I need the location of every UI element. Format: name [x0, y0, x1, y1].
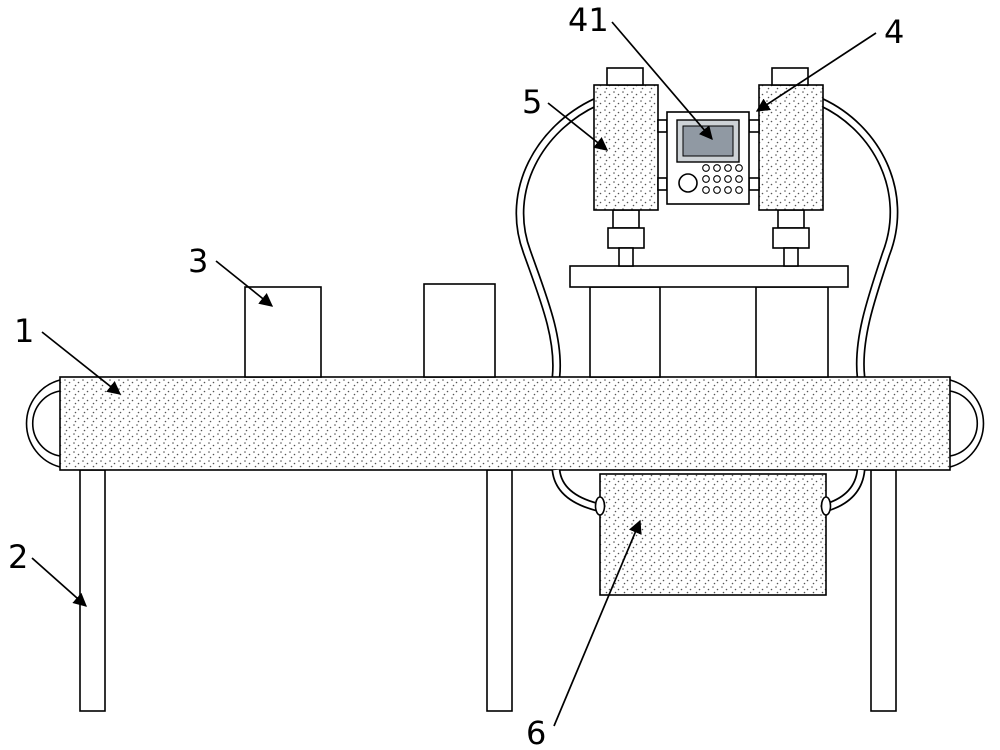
hose-left-upper — [515, 97, 598, 378]
panel-flange-bottom-right — [748, 177, 760, 191]
feed-box — [244, 286, 322, 378]
panel-flange-bottom-left — [657, 177, 668, 191]
piston-left-rod — [618, 247, 634, 267]
panel-key — [724, 164, 732, 172]
press-pillar-right — [755, 286, 829, 378]
press-pillar-left — [589, 286, 661, 378]
belt-right-roller — [949, 379, 985, 468]
panel-key — [724, 175, 732, 183]
label-feed-box: 3 — [188, 242, 208, 280]
piston-left-cylinder — [607, 227, 645, 249]
leader-line-belt — [41, 331, 122, 395]
workpiece-box — [423, 283, 496, 378]
piston-right-cylinder — [772, 227, 810, 249]
belt-right-roller-inner — [949, 390, 979, 457]
panel-key — [735, 186, 743, 194]
panel-knob — [678, 173, 698, 193]
panel-key — [702, 164, 710, 172]
belt-surface — [59, 376, 951, 471]
leader-line-press-unit — [755, 32, 877, 112]
leg-left — [79, 469, 106, 712]
label-collection-box: 6 — [526, 714, 546, 750]
hose-right-lower — [826, 469, 866, 512]
panel-key — [713, 175, 721, 183]
leader-line-control-panel — [611, 21, 713, 141]
leg-middle — [486, 469, 513, 712]
panel-screen — [682, 125, 734, 157]
panel-key — [702, 175, 710, 183]
nozzle-left — [594, 496, 606, 516]
block-cap-left — [606, 67, 644, 86]
hose-left-lower — [551, 469, 599, 512]
label-control-panel: 41 — [568, 1, 609, 39]
control-panel — [657, 111, 760, 205]
label-press-unit: 4 — [884, 13, 904, 51]
panel-key — [713, 164, 721, 172]
label-belt: 1 — [14, 312, 34, 350]
panel-key — [713, 186, 721, 194]
hose-right-upper — [819, 97, 899, 378]
leg-right — [870, 469, 897, 712]
leader-line-leg — [31, 557, 88, 607]
label-leg: 2 — [8, 538, 28, 576]
nozzle-right — [820, 496, 832, 516]
label-press-cylinder: 5 — [522, 83, 542, 121]
piston-right-neck — [777, 209, 805, 229]
piston-right — [772, 209, 810, 267]
leader-line-collection-box — [553, 519, 642, 727]
conveyor-belt — [25, 376, 985, 471]
press-frame — [569, 265, 849, 378]
leader-line-press-cylinder — [547, 102, 609, 151]
panel-flange-top-left — [657, 119, 668, 133]
panel-flange-top-right — [748, 119, 760, 133]
press-plate — [569, 265, 849, 288]
block-cap-right — [771, 67, 809, 86]
piston-left-neck — [612, 209, 640, 229]
piston-right-rod — [783, 247, 799, 267]
panel-key — [724, 186, 732, 194]
panel-key — [702, 186, 710, 194]
belt-left-roller-inner — [31, 390, 61, 457]
leader-line-feed-box — [215, 260, 274, 307]
belt-left-roller — [25, 379, 61, 468]
panel-key — [735, 164, 743, 172]
panel-keypad — [702, 164, 743, 194]
panel-key — [735, 175, 743, 183]
